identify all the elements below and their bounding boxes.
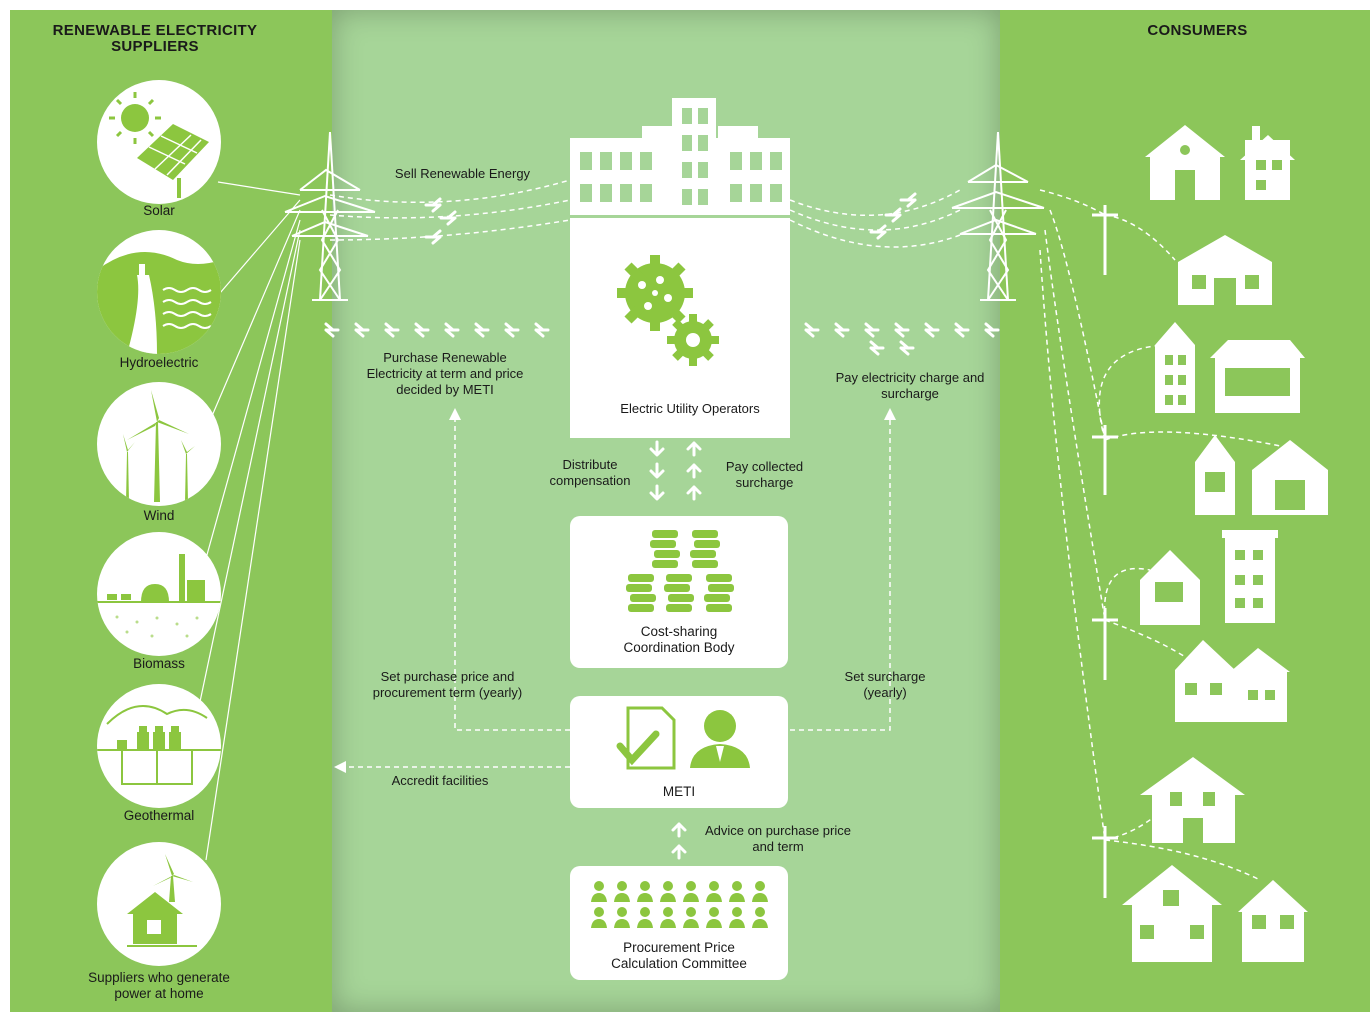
set-price-label: Set purchase price and procurement term …	[372, 669, 523, 700]
geothermal-plant-icon	[97, 684, 221, 808]
source-label-wind: Wind	[143, 508, 175, 523]
left-tower-icon	[284, 131, 376, 301]
distribute-label: Distribute compensation	[549, 457, 631, 488]
advice-label: Advice on purchase price and term	[705, 823, 851, 854]
consumers-heading: CONSUMERS	[1147, 22, 1248, 39]
source-label-home: Suppliers who generate power at home	[88, 970, 230, 1001]
meti-box: METI	[570, 696, 788, 808]
utility-label: Electric Utility Operators	[620, 401, 760, 416]
right-tower-icon	[951, 131, 1045, 301]
meti-label: METI	[662, 784, 696, 799]
document-check-icon	[616, 706, 676, 770]
utility-poles	[1092, 205, 1118, 898]
coins-icon	[626, 530, 734, 612]
sell-label: Sell Renewable Energy	[394, 166, 531, 181]
biomass-plant-icon	[97, 532, 221, 656]
consumer-houses	[1122, 125, 1328, 962]
source-label-geothermal: Geothermal	[123, 808, 195, 823]
committee-people-icon	[591, 881, 768, 928]
source-label-hydroelectric: Hydroelectric	[119, 355, 199, 370]
solar-icon	[97, 80, 221, 204]
purchase-label: Purchase Renewable Electricity at term a…	[366, 350, 524, 397]
pay-charge-label: Pay electricity charge and surcharge	[835, 370, 985, 401]
suppliers-heading: RENEWABLE ELECTRICITY SUPPLIERS	[52, 22, 258, 55]
pay-surcharge-label: Pay collected surcharge	[725, 459, 804, 490]
utility-building-icon	[570, 98, 790, 438]
cost-sharing-label: Cost-sharing Coordination Body	[623, 624, 735, 655]
cost-sharing-box: Cost-sharing Coordination Body	[570, 516, 788, 668]
wind-turbine-icon	[97, 382, 221, 506]
gears-icon	[617, 255, 719, 366]
committee-label: Procurement Price Calculation Committee	[611, 940, 747, 971]
committee-box: Procurement Price Calculation Committee	[570, 866, 788, 980]
source-label-solar: Solar	[143, 203, 175, 218]
home-turbine-icon	[97, 842, 221, 966]
source-label-biomass: Biomass	[133, 656, 185, 671]
meti-icons	[616, 706, 750, 770]
accredit-label: Accredit facilities	[391, 773, 489, 788]
set-surcharge-label: Set surcharge (yearly)	[844, 669, 926, 700]
dam-icon	[97, 230, 221, 354]
